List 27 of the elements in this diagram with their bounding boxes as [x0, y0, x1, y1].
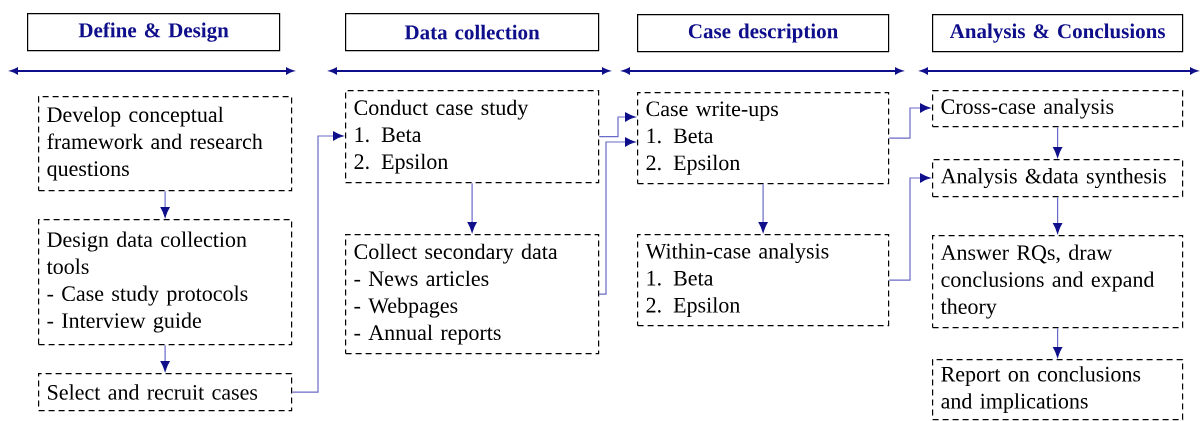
arrow	[758, 183, 768, 233]
step-box: Within-case analysis 1. Beta 2. Epsilon	[637, 234, 890, 327]
step-box: Report on conclusions and implications	[932, 359, 1184, 421]
phase-header-box: Case description	[637, 14, 890, 53]
step-box: Cross-case analysis	[932, 90, 1184, 128]
step-box: Design data collection tools - Case study protocols - Interview guide	[38, 219, 293, 346]
step-box: Collect secondary data - News articles - Webpages - Annual reports	[345, 234, 600, 355]
arrow	[598, 137, 636, 295]
arrow	[598, 112, 636, 138]
step-box: Select and recruit cases	[38, 373, 293, 412]
arrow	[467, 182, 477, 233]
arrow	[888, 173, 931, 281]
phase-header-box: Analysis & Conclusions	[932, 14, 1184, 53]
step-box: Develop conceptual framework and research questions	[38, 96, 293, 192]
step-box: Conduct case study 1. Beta 2. Epsilon	[345, 90, 600, 184]
phase-header-box: Data collection	[345, 13, 600, 52]
arrow	[160, 190, 170, 218]
arrow	[1053, 327, 1063, 358]
arrow	[291, 131, 344, 393]
step-box: Analysis &data synthesis	[932, 159, 1184, 198]
arrow	[1053, 196, 1063, 234]
arrow	[888, 103, 931, 139]
arrow	[1053, 126, 1063, 158]
phase-header-box: Define & Design	[27, 13, 281, 52]
step-box: Case write-ups 1. Beta 2. Epsilon	[637, 92, 890, 185]
arrow	[160, 344, 170, 372]
step-box: Answer RQs, draw conclusions and expand theory	[932, 235, 1184, 329]
